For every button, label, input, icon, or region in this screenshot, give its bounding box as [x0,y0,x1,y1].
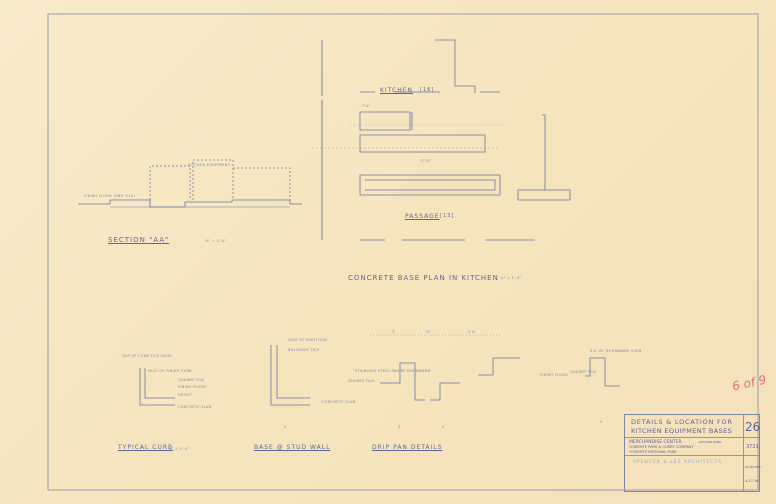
section-aa-title: SECTION "AA" [108,236,170,244]
kitchen-room-number: [16] [420,87,435,93]
drawing-title-line2: KITCHEN EQUIPMENT BASES [631,427,733,435]
typical-curb-title: TYPICAL CURB [118,444,174,451]
kitchen-label: KITCHEN [380,87,413,94]
sheet-border [47,13,759,491]
typical-curb-scale: ¾" = 1'-0" [168,447,190,451]
drip-pan-note: S.S. BY DOHRMANN CURB [590,349,642,353]
drip-pan-note: CONCRETE SLAB [322,400,356,404]
details-drawing [139,334,620,406]
title-block: DETAILS & LOCATION FOR KITCHEN EQUIPMENT… [624,414,761,492]
drip-pan-note: QUARRY TILE [348,379,375,383]
section-equipment-note: KITCHEN EQUIPMENT [188,163,231,167]
date: 4-17-36 [745,479,759,483]
stud-wall-note: FACE OF PARTITION [288,338,327,342]
drip-pan-note: FINISH FLOOR [540,373,569,377]
project-line2: YOSEMITE PARK & CURRY COMPANY [629,445,694,449]
project-line1: MERCHANDISE CENTER [629,440,682,445]
plan-dim-left: 7'4" [362,104,371,108]
scale: AS NOTED [745,465,761,469]
passage-label: PASSAGE [405,213,440,220]
stud-wall-title: BASE @ STUD WALL [254,444,331,451]
section-floor-note: FINISH FLOOR (END TILE) [84,194,136,198]
architects: SPENCER & LEE ARCHITECTS [633,460,723,465]
passage-room-number: [13] [440,213,455,219]
drip-pan-note: QUARRY TILE [570,370,597,374]
detail-marker: 2 [284,425,287,429]
section-aa-scale: ½" = 1'-0" [205,239,227,243]
section-aa-drawing [78,159,302,208]
plan-scale: ¼" = 1'-0" [500,276,522,280]
plan-drawing [312,39,571,241]
stud-wall-note: BULLNOSE TILE [288,348,320,352]
plan-dim-total: 37'4" [420,159,431,163]
drip-pan-note: STAINLESS STEEL PAN BY DOHRMANN [355,369,431,373]
drip-pan-title: DRIP PAN DETAILS [372,444,443,451]
project-wing: KITCHEN WING [699,440,722,444]
plan-title: CONCRETE BASE PLAN IN KITCHEN [348,274,499,282]
sheet-number: 26 [745,420,761,434]
project-line3: YOSEMITE NATIONAL PARK [629,450,677,454]
job-number: 3721 [746,444,759,450]
drawing-title-line1: DETAILS & LOCATION FOR [631,418,733,426]
